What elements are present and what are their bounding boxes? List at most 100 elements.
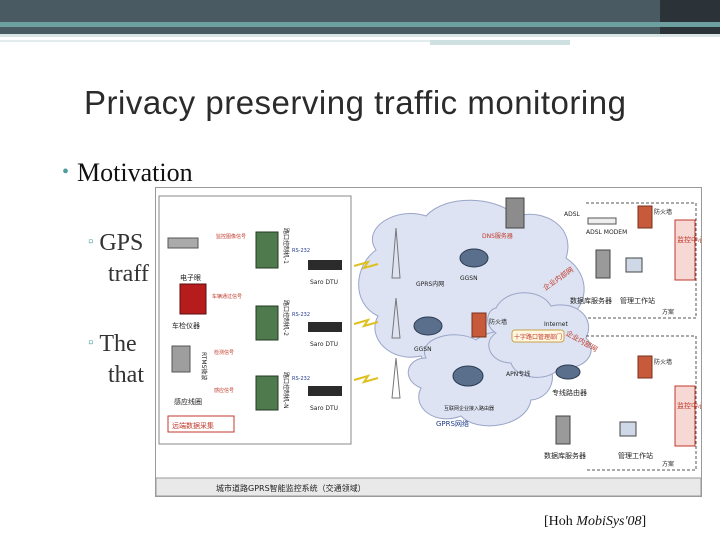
dashed-frame-bottom bbox=[586, 335, 697, 471]
left-label-5: 远端数据采集 bbox=[172, 421, 214, 430]
square-bullet-icon: ▫ bbox=[88, 234, 94, 250]
line-router-label: 专线路由器 bbox=[552, 388, 587, 397]
left-label-3: RTMS微波 bbox=[200, 352, 208, 380]
apn-label: APN专线 bbox=[506, 370, 530, 378]
firewall-bottom-label: 防火墙 bbox=[654, 358, 672, 366]
dns-label: DNS服务器 bbox=[482, 232, 513, 240]
header-thin-line-right bbox=[430, 40, 570, 45]
citation-prefix: [Hoh bbox=[544, 514, 577, 529]
sub-bullet-1-cont: traff bbox=[108, 261, 149, 288]
sensor-tag-4: 感应信号 bbox=[214, 387, 234, 394]
sub-bullet-text: GPS bbox=[99, 230, 144, 256]
remote-collection-panel bbox=[158, 195, 352, 445]
dns-server-icon bbox=[505, 197, 525, 229]
header-accent-line bbox=[0, 22, 720, 27]
rs-label-3: RS-232 bbox=[292, 376, 310, 382]
workstation-label-bottom: 管理工作站 bbox=[618, 451, 653, 460]
rs-label-1: RS-232 bbox=[292, 248, 310, 254]
sensor-tag-1: 监控图像信号 bbox=[216, 233, 246, 240]
sub-bullet-2: ▫The bbox=[88, 331, 137, 358]
db-server-icon-bottom bbox=[555, 415, 571, 445]
cross-dept-label: 十字路口管理部门 bbox=[514, 333, 562, 341]
workstation-label-top: 管理工作站 bbox=[620, 296, 655, 305]
remote-collection-box bbox=[167, 415, 235, 433]
firewall-top-icon bbox=[637, 205, 653, 229]
gprs-net-label: GPRS网络 bbox=[436, 419, 469, 428]
sub-bullet-text: traff bbox=[108, 261, 149, 287]
gprs-inner-label: GPRS内网 bbox=[416, 280, 444, 288]
firewall-mid-label: 防火墙 bbox=[489, 318, 507, 326]
sub-bullet-1: ▫ GPS bbox=[88, 230, 143, 257]
monitor-center-label-top: 监控中心 bbox=[677, 235, 701, 244]
db-server-label-top: 数据库服务器 bbox=[570, 296, 612, 305]
dtu-icon-3 bbox=[308, 386, 342, 396]
diagram-canvas: 城市道路GPRS智能监控系统（交通领域） 监控中心 监控中心 防火墙 防火墙 防… bbox=[156, 195, 701, 496]
monitor-center-box-bottom bbox=[674, 385, 696, 447]
dtu-label-3: Saro DTU bbox=[310, 405, 338, 412]
citation-suffix: ] bbox=[641, 514, 647, 529]
internet-router-label: 互联网企业接入路由器 bbox=[444, 405, 494, 412]
diagram-caption: 城市道路GPRS智能监控系统（交通领域） bbox=[216, 483, 366, 493]
header-band-dark bbox=[660, 0, 720, 34]
controller-label-2: 路口控制机-2 bbox=[282, 300, 290, 336]
dtu-icon-1 bbox=[308, 260, 342, 270]
sub-bullet-text: that bbox=[108, 362, 144, 388]
line-router-icon bbox=[555, 364, 581, 380]
citation-venue: MobiSys'08 bbox=[576, 514, 642, 529]
traffic-system-diagram: 城市道路GPRS智能监控系统（交通领域） 监控中心 监控中心 防火墙 防火墙 防… bbox=[155, 187, 702, 497]
controller-label-3: 路口控制机-N bbox=[282, 372, 290, 409]
ggsn-router-icon-mid bbox=[413, 316, 443, 336]
wireless-link-icon-2 bbox=[353, 318, 379, 328]
internet-router-icon bbox=[452, 365, 484, 387]
sub-bullet-text: The bbox=[99, 331, 137, 357]
cross-dept-box bbox=[511, 329, 565, 343]
dtu-label-1: Saro DTU bbox=[310, 279, 338, 286]
adsl-modem-icon bbox=[587, 217, 617, 225]
dtu-label-2: Saro DTU bbox=[310, 341, 338, 348]
scheme-label-bottom: 方案 bbox=[662, 460, 674, 468]
monitor-center-box-top bbox=[674, 219, 696, 281]
monitor-center-label-bottom: 监控中心 bbox=[677, 401, 701, 410]
left-label-2: 车检仪器 bbox=[172, 321, 200, 330]
ggsn-label-top: GGSN bbox=[460, 275, 478, 282]
controller-cabinet-icon-3 bbox=[255, 375, 279, 411]
sub-bullet-2-cont: that bbox=[108, 362, 144, 389]
adsl-label: ADSL bbox=[564, 211, 581, 218]
caption-bar bbox=[156, 477, 701, 496]
vehicle-detector-icon bbox=[179, 283, 207, 315]
controller-label-1: 路口控制机-1 bbox=[282, 228, 290, 264]
rtms-icon bbox=[171, 345, 191, 373]
citation: [Hoh MobiSys'08] bbox=[544, 514, 646, 530]
bullet-dot-icon: • bbox=[62, 161, 70, 183]
camera-icon bbox=[167, 237, 199, 249]
adsl-modem-label: ADSL MODEM bbox=[586, 229, 627, 236]
cell-tower-icon-2 bbox=[391, 297, 401, 339]
db-server-icon-top bbox=[595, 249, 611, 279]
workstation-icon-top bbox=[625, 257, 643, 273]
workstation-icon-bottom bbox=[619, 421, 637, 437]
controller-cabinet-icon-2 bbox=[255, 305, 279, 341]
firewall-mid-icon bbox=[471, 312, 487, 338]
ggsn-label-mid: GGSN bbox=[414, 346, 432, 353]
cell-tower-icon-1 bbox=[391, 227, 401, 279]
wireless-link-icon-3 bbox=[353, 374, 379, 384]
header-underline bbox=[0, 34, 720, 37]
header-band bbox=[0, 0, 720, 34]
cell-tower-icon-3 bbox=[391, 357, 401, 399]
slide-title: Privacy preserving traffic monitoring bbox=[84, 84, 627, 121]
firewall-top-label: 防火墙 bbox=[654, 208, 672, 216]
rs-label-2: RS-232 bbox=[292, 312, 310, 318]
ggsn-router-icon-top bbox=[459, 248, 489, 268]
bullet-motivation: • Motivation bbox=[62, 158, 193, 188]
db-server-label-bottom: 数据库服务器 bbox=[544, 451, 586, 460]
dtu-icon-2 bbox=[308, 322, 342, 332]
sensor-tag-3: 检测信号 bbox=[214, 349, 234, 356]
internet-label: Internet bbox=[544, 321, 568, 328]
dashed-frame-top bbox=[586, 202, 697, 319]
wireless-link-icon-1 bbox=[353, 260, 379, 270]
firewall-bottom-icon bbox=[637, 355, 653, 379]
header-thin-line bbox=[0, 40, 430, 42]
left-label-1: 电子眼 bbox=[180, 273, 201, 282]
bullet-label: Motivation bbox=[77, 158, 193, 187]
scheme-label-top: 方案 bbox=[662, 308, 674, 316]
